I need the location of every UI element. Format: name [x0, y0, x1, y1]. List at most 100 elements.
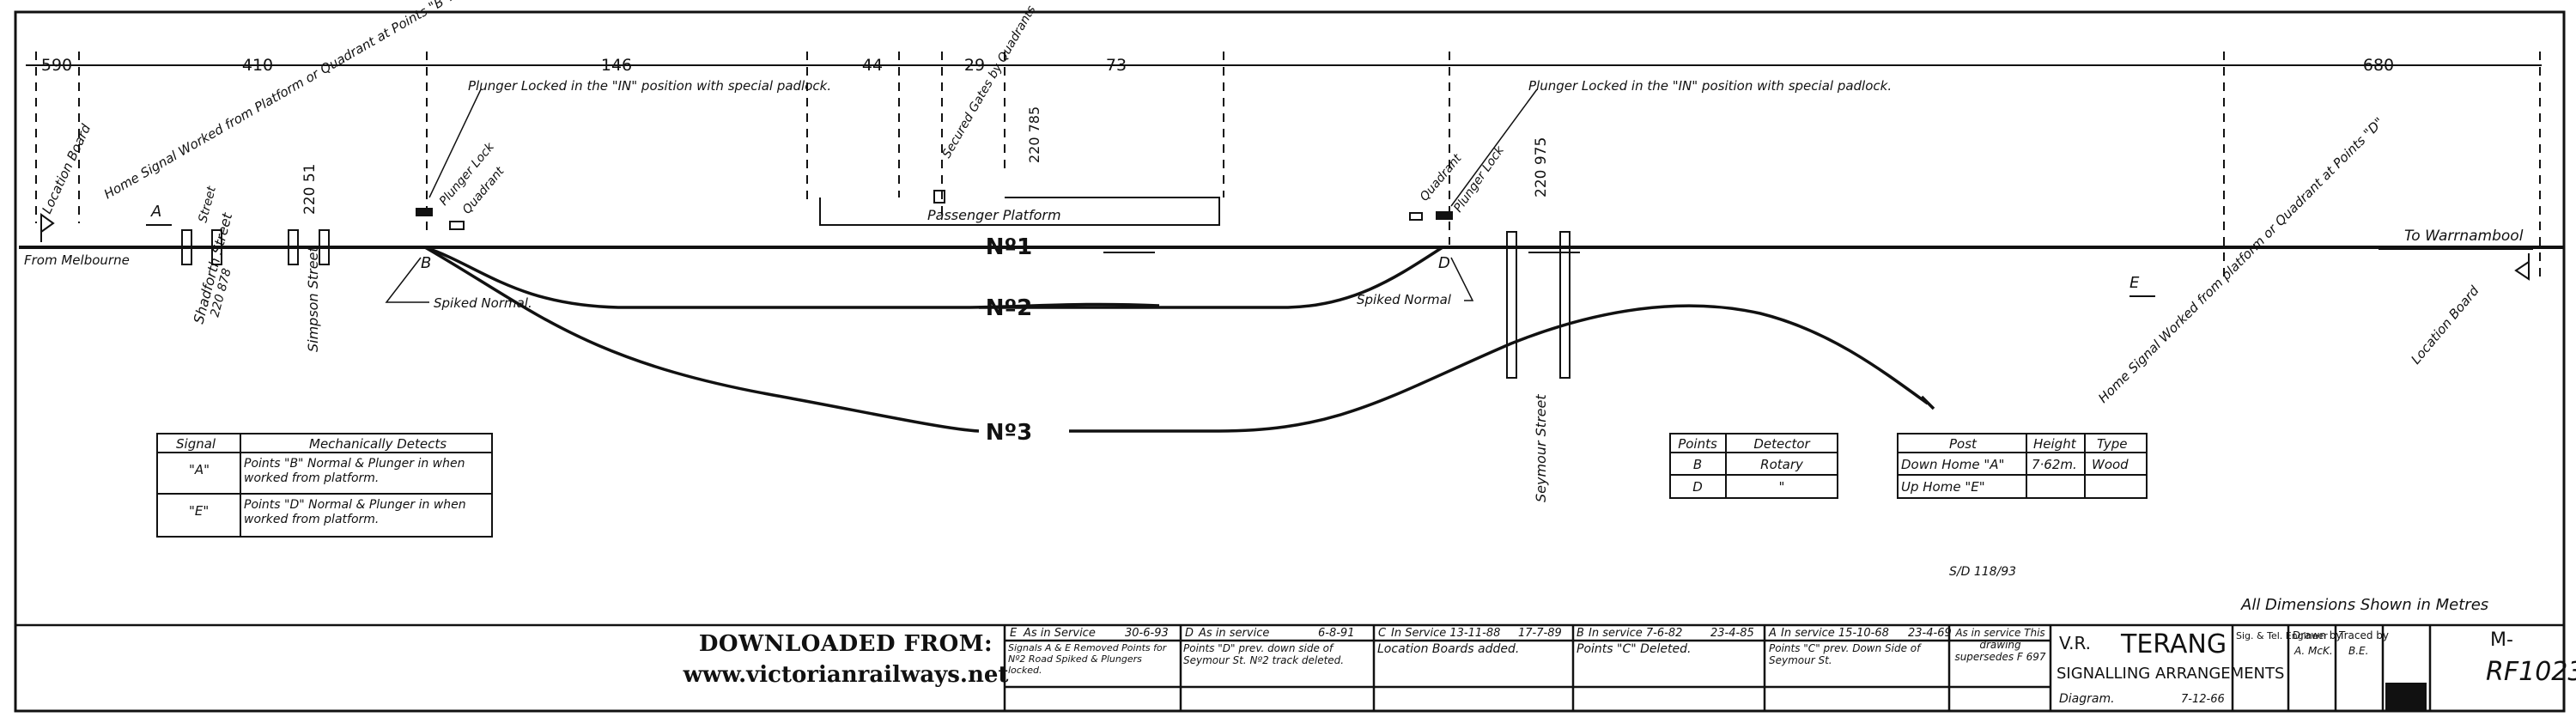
- dim-410: 410: [242, 56, 273, 75]
- plunger-note-right: Plunger Locked in the "IN" position with…: [1528, 78, 1892, 94]
- title-diagram: Diagram.: [2059, 692, 2115, 706]
- traced-by-label: Traced by: [2338, 629, 2389, 641]
- home-signal-a-note: Home Signal Worked from Platform or Quad…: [101, 0, 455, 202]
- download-line2[interactable]: www.victorianrailways.net: [683, 662, 1009, 688]
- amendment-a-note: Points "C" prev. Down Side of Seymour St…: [1769, 642, 1921, 666]
- points-table-header-points: Points: [1678, 436, 1717, 452]
- title-block-black-square: [2385, 683, 2427, 710]
- quadrant-marker-gate: [933, 190, 945, 204]
- amendment-d-title: As in service: [1198, 627, 1269, 640]
- plunger-note-left: Plunger Locked in the "IN" position with…: [468, 78, 831, 94]
- drawing-prefix: M-: [2490, 629, 2513, 651]
- track-no2: [424, 246, 1443, 309]
- location-board-right-marker: [2514, 253, 2530, 281]
- all-dimensions-note: All Dimensions Shown in Metres: [2240, 596, 2488, 614]
- signal-table-header-signal: Signal: [176, 436, 216, 452]
- amendment-e-note: Signals A & E Removed Points for Nº2 Roa…: [1008, 642, 1167, 676]
- quadrant-right-label: Quadrant: [1418, 151, 1465, 204]
- spiked-normal-left-leader: [385, 257, 429, 303]
- km-220975-label: 220 975: [1533, 137, 1550, 197]
- spiked-normal-right-leader: [1450, 257, 1474, 301]
- signal-table-row-a-detects: Points "B" Normal & Plunger in when work…: [244, 457, 465, 485]
- amendment-b: B In service 7-6-82 23-4-85 Points "C" D…: [1577, 627, 1754, 656]
- points-table-header-detector: Detector: [1753, 436, 1810, 452]
- post-table-row1-height: 7·62m.: [2032, 457, 2077, 472]
- km-22051-label: 220 51: [301, 164, 319, 215]
- dimension-labels: 590 410 146 44 29 73 680: [41, 56, 2394, 75]
- amendment-c-date: 17-7-89: [1518, 627, 1562, 640]
- drawing-number: RF1023: [2486, 657, 2576, 687]
- points-b-label: B: [421, 254, 431, 272]
- post-table-header-height: Height: [2033, 436, 2077, 452]
- points-table-row-d-detector: ": [1779, 479, 1785, 495]
- post-table-row1-type: Wood: [2092, 457, 2129, 472]
- track-no1-label: Nº1: [986, 234, 1033, 260]
- from-melbourne-label: From Melbourne: [24, 252, 130, 268]
- amendment-e-title: As in Service: [1023, 627, 1096, 640]
- spiked-normal-right: Spiked Normal: [1357, 292, 1452, 307]
- title-date: 7-12-66: [2181, 693, 2225, 706]
- dim-146: 146: [601, 56, 632, 75]
- track-no3: [424, 246, 1935, 433]
- points-table-text: Points Detector B Rotary D ": [1678, 436, 1810, 495]
- plunger-lock-left-marker: [416, 208, 433, 216]
- dim-590: 590: [41, 56, 72, 75]
- points-d-label: D: [1438, 254, 1450, 272]
- title-vr: V.R.: [2059, 633, 2091, 653]
- quadrant-left-marker: [449, 221, 465, 230]
- spiked-normal-left: Spiked Normal.: [434, 295, 532, 311]
- dim-44: 44: [862, 56, 883, 75]
- dimension-line: [26, 52, 2542, 283]
- amendment-b-date: 23-4-85: [1710, 627, 1754, 640]
- amendment-e: E As in Service 30-6-93 Signals A & E Re…: [1008, 627, 1169, 676]
- plunger-lock-right-marker: [1436, 211, 1453, 220]
- amendment-c-id: C: [1378, 627, 1387, 640]
- signal-table-text: Signal Mechanically Detects "A" Points "…: [176, 436, 466, 526]
- location-board-left-marker: [40, 213, 55, 242]
- post-table-row1-post: Down Home "A": [1901, 457, 2004, 472]
- amendment-a-title: In service 15-10-68: [1781, 627, 1889, 640]
- plunger-lock-right-label: Plunger Lock: [1451, 143, 1507, 216]
- title-station: TERANG: [2120, 629, 2227, 659]
- traced-by-value: B.E.: [2348, 645, 2368, 657]
- dim-29: 29: [964, 56, 985, 75]
- amendment-c: C In Service 13-11-88 17-7-89 Location B…: [1377, 627, 1562, 656]
- title-block-frame: [15, 623, 2564, 711]
- amendment-b-title: In service 7-6-82: [1589, 627, 1682, 640]
- amendment-b-id: B: [1577, 627, 1584, 640]
- download-notice: DOWNLOADED FROM: www.victorianrailways.n…: [670, 631, 1022, 688]
- simpson-street-label: Simpson Street: [305, 246, 321, 352]
- drawn-by-value: A. McK.: [2293, 645, 2333, 657]
- sig-engineer-label: Sig. & Tel. Engineer: [2236, 630, 2328, 641]
- points-table: [1669, 433, 1838, 499]
- level-crossing-seymour: [1506, 231, 1571, 379]
- post-table-header-type: Type: [2097, 436, 2128, 452]
- level-crossing-simpson: [288, 229, 330, 265]
- home-signal-e-note: Home Signal Worked from platform or Quad…: [2095, 114, 2387, 406]
- location-board-right-label: Location Board: [2408, 283, 2482, 367]
- to-warrnambool-label: To Warrnambool: [2404, 228, 2524, 245]
- sheet-frame: [14, 10, 2566, 713]
- drawn-by-label: Drawn by: [2293, 629, 2342, 641]
- amendment-c-note: Location Boards added.: [1377, 642, 1520, 656]
- plunger-note-left-leader: [428, 88, 482, 198]
- signal-table-row-e-detects: Points "D" Normal & Plunger in when work…: [244, 498, 466, 526]
- signal-table: [156, 433, 493, 538]
- amendment-b-note: Points "C" Deleted.: [1577, 642, 1692, 656]
- km-220785-label: 220 785: [1026, 106, 1042, 163]
- post-table-text: Post Height Type Down Home "A" 7·62m. Wo…: [1901, 436, 2129, 495]
- signal-a-label: A: [150, 203, 161, 221]
- amendment-d-date: 6-8-91: [1318, 627, 1354, 640]
- track-labels: Nº1 Nº2 Nº3: [986, 234, 1033, 446]
- amendment-d-id: D: [1185, 627, 1194, 640]
- signal-table-header-detects: Mechanically Detects: [309, 436, 447, 452]
- points-table-row-b-detector: Rotary: [1760, 457, 1804, 472]
- amendment-a-id: A: [1768, 627, 1777, 640]
- seymour-street-label: Seymour Street: [1533, 394, 1549, 502]
- sd-ref-label: S/D 118/93: [1949, 565, 2016, 579]
- signal-table-row-e-signal: "E": [189, 503, 209, 519]
- plunger-note-right-leader: [1450, 88, 1538, 207]
- passenger-platform-label: Passenger Platform: [927, 207, 1061, 223]
- street-mark-label: Street: [196, 185, 219, 224]
- track-no2-label: Nº2: [986, 295, 1033, 321]
